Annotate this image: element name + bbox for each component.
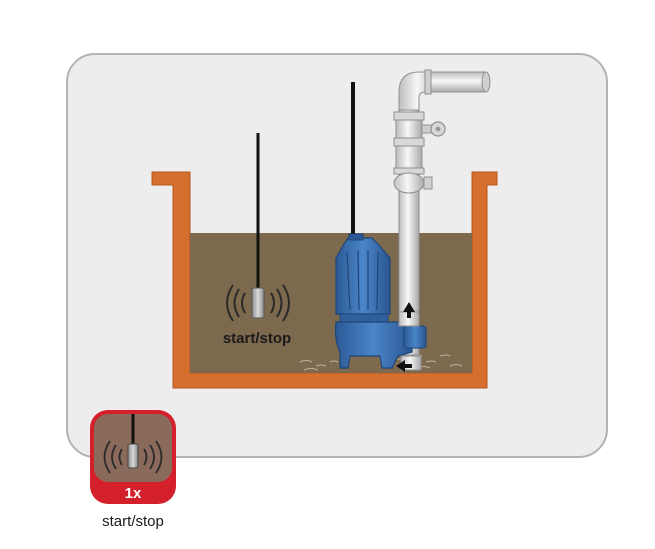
float-switch-sensor: start/stop bbox=[223, 133, 291, 347]
outlet-pipe bbox=[427, 71, 487, 93]
legend-badge: 1x bbox=[90, 410, 176, 504]
check-valve-cap bbox=[423, 176, 433, 190]
submersible-pump-icon bbox=[334, 233, 427, 371]
float-switch-icon bbox=[127, 443, 139, 469]
check-valve-bulb bbox=[393, 172, 425, 194]
flow-arrow-icon bbox=[396, 360, 412, 372]
valve-icon bbox=[421, 121, 446, 137]
outlet-flange bbox=[424, 69, 432, 95]
float-switch-icon bbox=[251, 287, 265, 319]
signal-waves-icon bbox=[103, 440, 163, 474]
sensor-label: start/stop bbox=[223, 330, 291, 347]
pipe-coupling-mid bbox=[393, 137, 425, 147]
valve-body bbox=[395, 119, 423, 139]
outlet-pipe-end bbox=[481, 71, 491, 93]
wastewater-fill bbox=[190, 233, 472, 373]
legend-caption: start/stop bbox=[102, 513, 164, 530]
pipe-coupling-top bbox=[393, 111, 425, 121]
signal-waves-icon bbox=[226, 284, 290, 322]
flow-arrow-icon bbox=[403, 302, 415, 318]
legend-count: 1x bbox=[125, 485, 142, 502]
check-valve-body bbox=[395, 145, 423, 169]
